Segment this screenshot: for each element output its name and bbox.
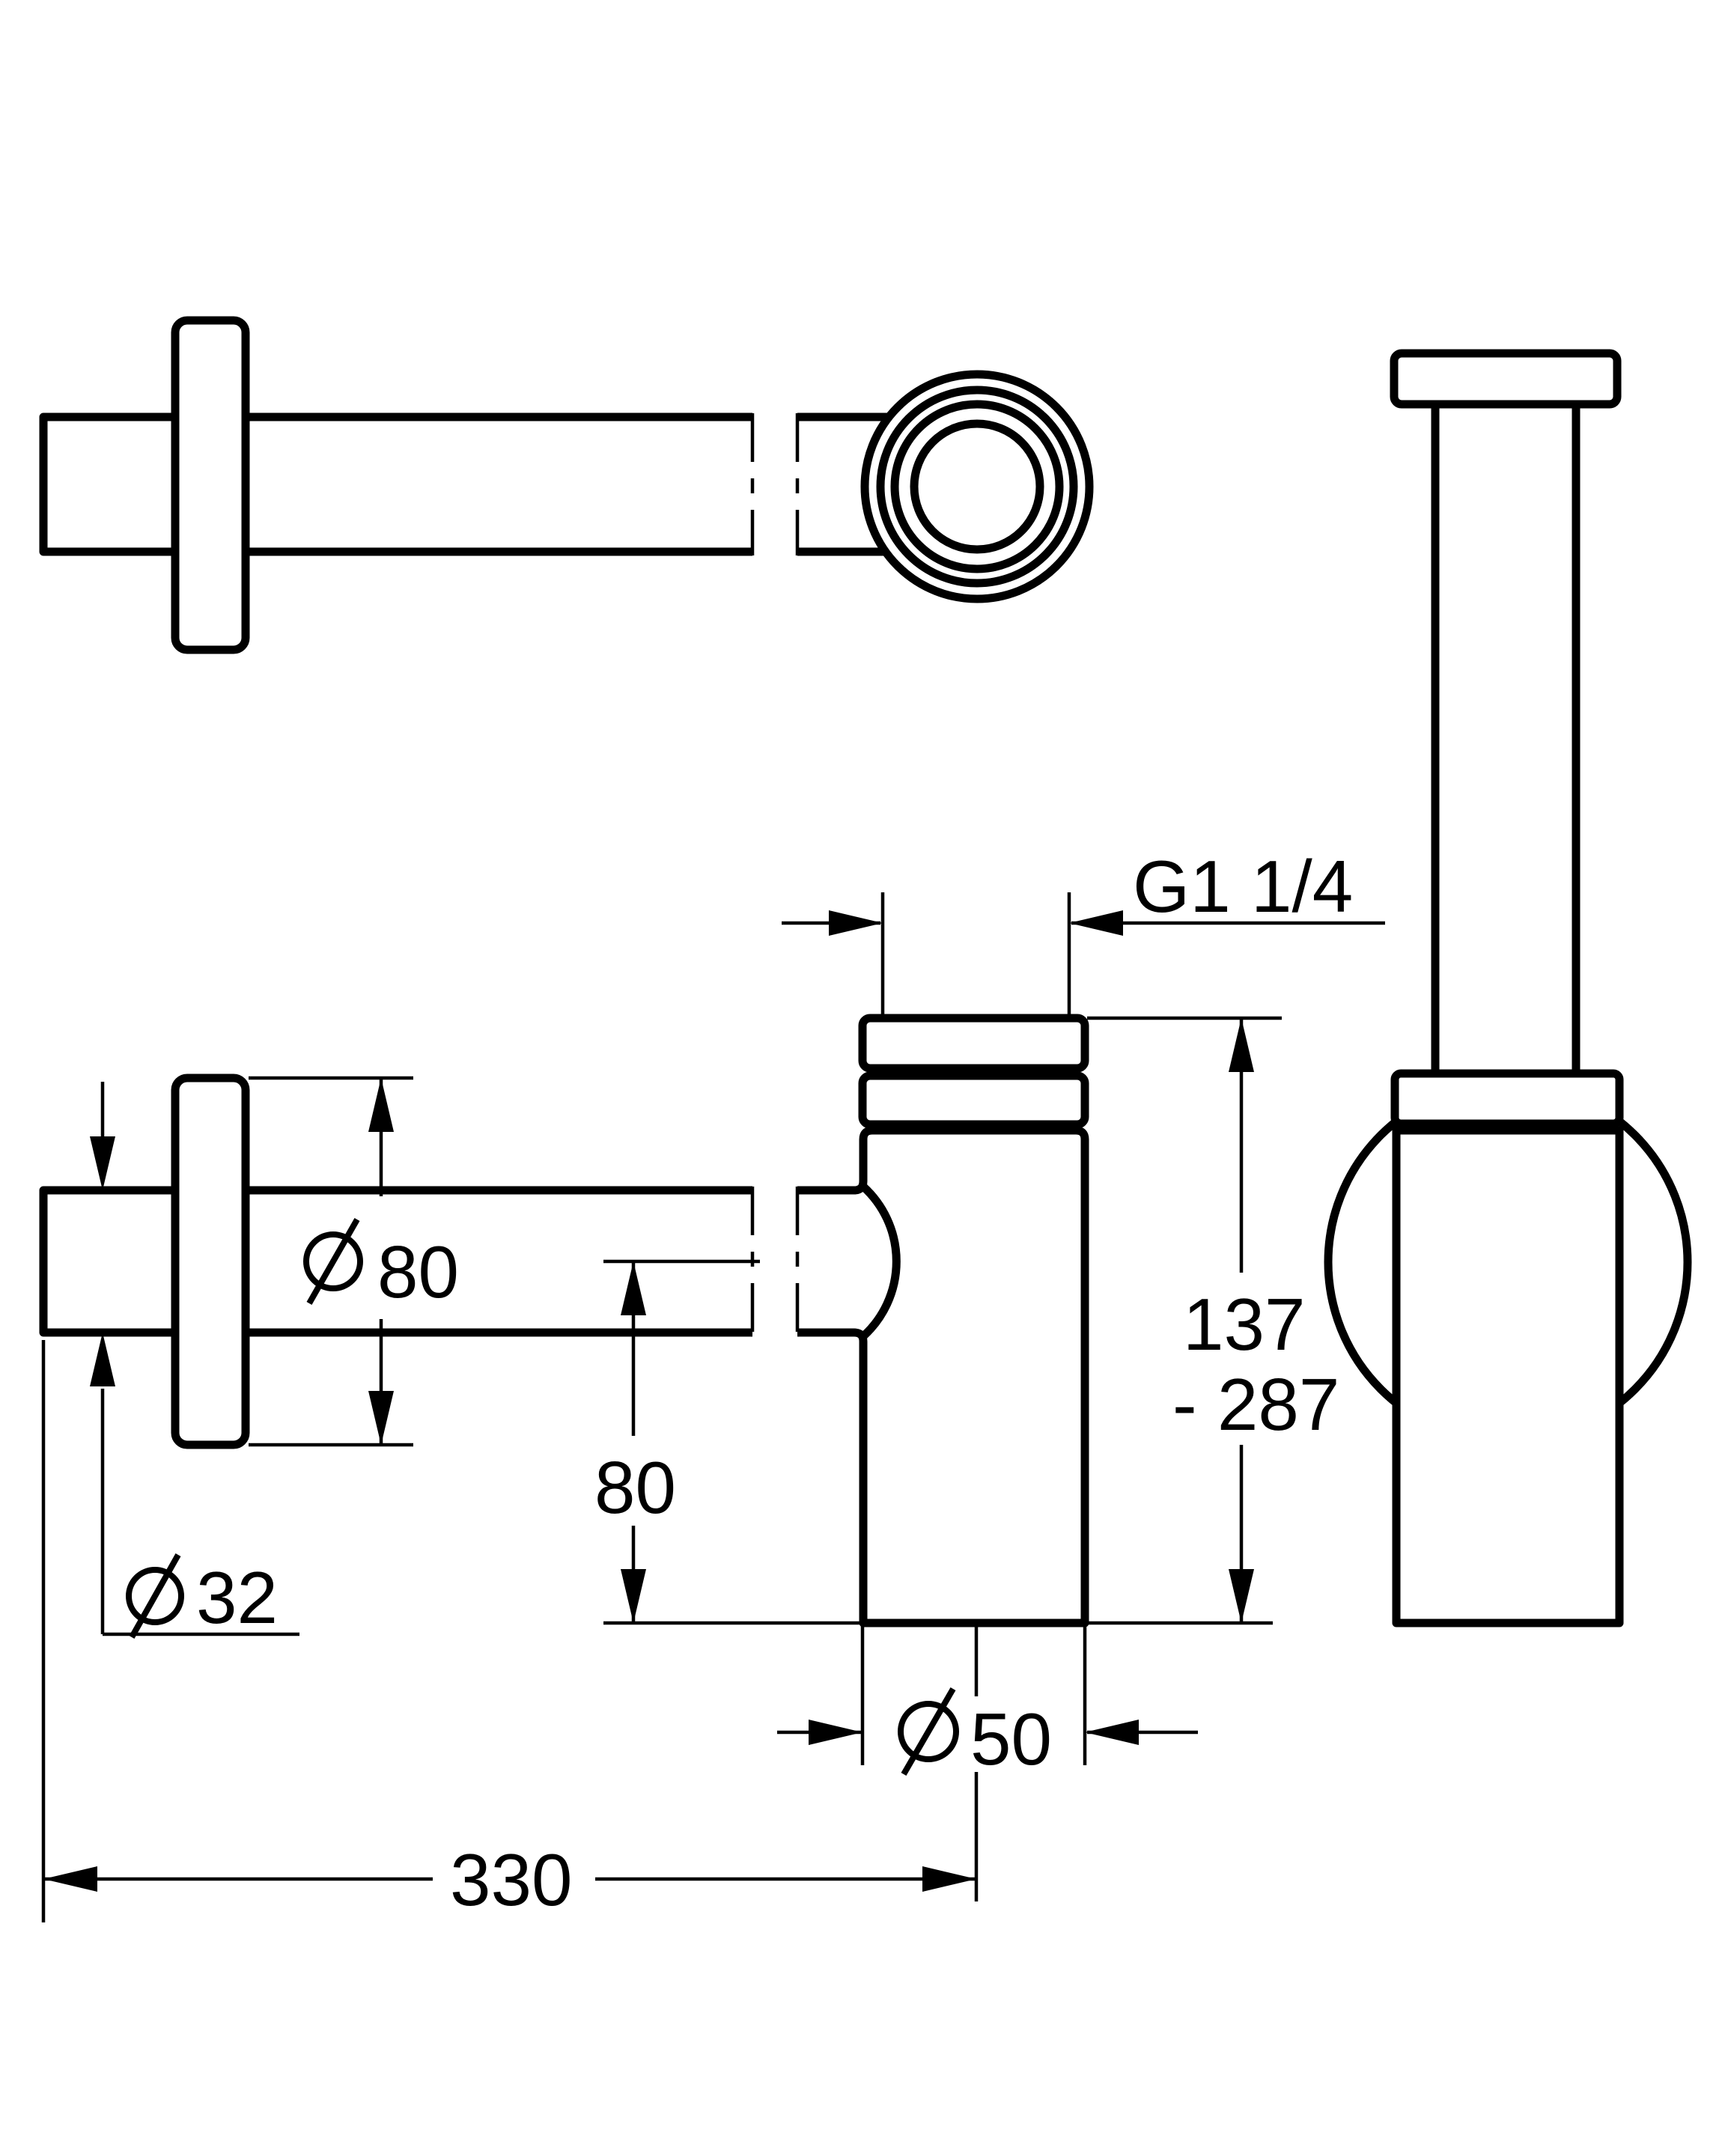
diameter-icon bbox=[303, 1218, 363, 1305]
trap-body-outline bbox=[859, 1126, 1089, 1627]
arrowhead-up-icon bbox=[1229, 1018, 1254, 1072]
inlet-tube-segment-right-top bbox=[797, 1181, 868, 1195]
arrowhead-up-icon bbox=[368, 1078, 394, 1132]
dim-label-height-min: 137 bbox=[1183, 1283, 1306, 1365]
arrowhead-down-icon bbox=[368, 1391, 394, 1445]
dimension-arrowheads bbox=[43, 910, 1254, 1892]
vertical-tube-front bbox=[1431, 400, 1580, 1078]
dim-label-body-diameter: 50 bbox=[898, 1687, 1052, 1780]
ring-inner bbox=[910, 419, 1044, 554]
arrowhead-down-icon bbox=[621, 1569, 646, 1623]
trap-body-front bbox=[1392, 1126, 1624, 1627]
dim-label-outlet-height: 80 bbox=[594, 1446, 676, 1529]
rosette-side-view bbox=[171, 1074, 250, 1449]
trap-nut-front bbox=[1390, 1069, 1624, 1128]
inlet-socket-arc bbox=[860, 1183, 901, 1340]
arrowhead-right-icon bbox=[922, 1866, 976, 1892]
trap-nut-side bbox=[858, 1071, 1089, 1129]
arrowhead-left-icon bbox=[1069, 910, 1123, 936]
dimension-projection-length bbox=[41, 1340, 976, 1922]
arrowhead-down-icon bbox=[1229, 1569, 1254, 1623]
arrowhead-left-icon bbox=[1085, 1720, 1139, 1745]
arrowhead-right-icon bbox=[829, 910, 883, 936]
dim-label-tube-diameter: 32 bbox=[126, 1553, 278, 1639]
rosette-top-view bbox=[171, 316, 250, 654]
tube-end-rings bbox=[860, 370, 1094, 603]
wall-flange-front bbox=[1390, 349, 1622, 409]
diameter-icon bbox=[126, 1553, 184, 1639]
drawing-root: G1 1/4 137 - 287 80 80 32 bbox=[39, 316, 1692, 1922]
dim-label-rosette-diameter-value: 80 bbox=[377, 1231, 459, 1313]
trap-side-view bbox=[39, 1014, 1089, 1627]
dimension-lines bbox=[41, 892, 1385, 1922]
dim-label-height-max: - 287 bbox=[1172, 1363, 1339, 1446]
arrowhead-up-icon bbox=[621, 1261, 646, 1315]
dim-label-projection-length: 330 bbox=[450, 1839, 573, 1921]
diameter-icon bbox=[898, 1687, 959, 1776]
arrowhead-right-icon bbox=[809, 1720, 862, 1745]
trap-front-view bbox=[1324, 349, 1692, 1627]
dimension-outlet-height bbox=[603, 1259, 861, 1625]
dim-label-body-diameter-value: 50 bbox=[970, 1698, 1052, 1780]
dim-label-rosette-diameter: 80 bbox=[303, 1218, 459, 1313]
arrowhead-left-icon bbox=[43, 1866, 97, 1892]
dim-label-tube-diameter-value: 32 bbox=[196, 1556, 278, 1639]
trap-cap bbox=[858, 1014, 1089, 1073]
dim-label-thread: G1 1/4 bbox=[1133, 845, 1353, 928]
dimension-labels: G1 1/4 137 - 287 80 80 32 bbox=[126, 845, 1353, 1921]
arrowhead-up-icon bbox=[90, 1333, 115, 1386]
wall-tube-segment-left bbox=[39, 412, 752, 556]
arrowhead-down-icon bbox=[90, 1136, 115, 1190]
inlet-tube-segment-left bbox=[39, 1186, 752, 1337]
wall-tube-top-view bbox=[39, 316, 1094, 654]
inlet-tube-segment-right-bottom bbox=[797, 1328, 868, 1342]
